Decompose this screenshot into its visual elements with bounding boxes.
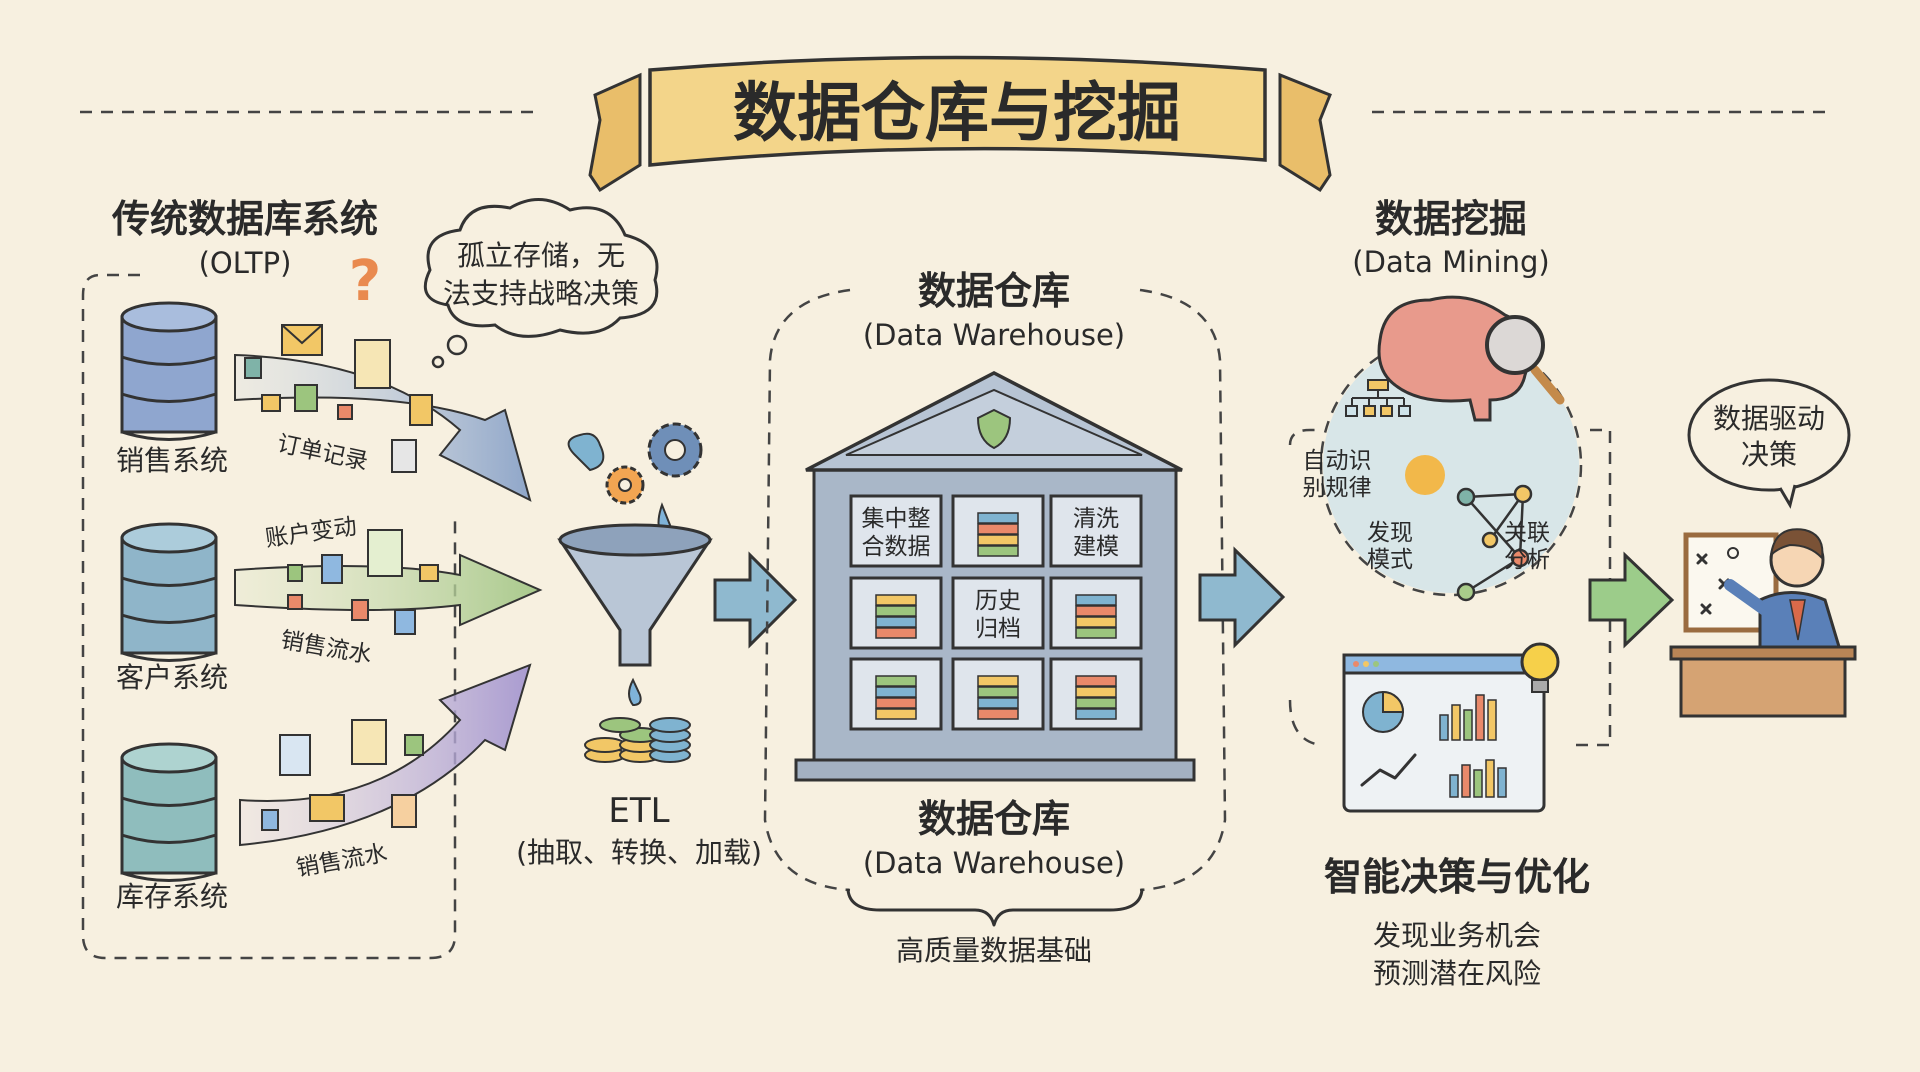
warehouse-cell (849, 494, 943, 568)
shield-lock-icon (976, 408, 1012, 450)
data-stack-icon (1075, 605, 1117, 617)
funnel-icon (557, 523, 713, 707)
businessman-icon (1724, 528, 1843, 652)
decision-section: 数据驱动 决策 (1588, 378, 1857, 718)
thought-line-1: 孤立存储，无 (457, 239, 625, 272)
sun-icon (1405, 455, 1445, 495)
data-stack-icon (875, 616, 917, 628)
system-label-inventory: 库存系统 (116, 880, 228, 913)
warehouse-cell-label: 归档 (975, 616, 1021, 642)
speech-line-2: 决策 (1741, 438, 1797, 471)
oltp-heading: 传统数据库系统 (111, 197, 378, 241)
warehouse-subheading: (Data Warehouse) (863, 318, 1125, 352)
arrow-to-warehouse (713, 551, 798, 649)
data-stack-icon (1075, 675, 1117, 687)
speech-bubble: 数据驱动 决策 (1687, 378, 1851, 509)
data-stack-icon (1075, 616, 1117, 628)
data-stack-icon (1075, 708, 1117, 720)
data-stack-icon (875, 605, 917, 617)
thought-bubble: 孤立存储，无 法支持战略决策 (424, 198, 659, 369)
arrow-to-decision (1588, 551, 1675, 649)
thought-line-2: 法支持战略决策 (443, 277, 639, 310)
title-banner: 数据仓库与挖掘 (80, 55, 1830, 193)
mining-subheading: (Data Mining) (1352, 245, 1549, 279)
oltp-section: 传统数据库系统 (OLTP) ? 孤立存储，无 法支持战略决策 (81, 197, 659, 960)
question-mark-icon: ? (349, 249, 381, 314)
gear-icon (605, 422, 703, 505)
lightbulb-icon (1520, 642, 1560, 693)
decision-heading: 智能决策与优化 (1324, 855, 1590, 899)
system-label-customer: 客户系统 (116, 661, 228, 694)
data-stack-icon (1075, 594, 1117, 606)
speech-line-1: 数据驱动 (1713, 402, 1825, 435)
data-stack-icon (977, 675, 1019, 687)
desk-icon (1669, 645, 1857, 718)
warehouse-cell (951, 576, 1045, 650)
data-stack-icon (977, 686, 1019, 698)
data-stack-icon (977, 545, 1019, 557)
decision-line-2: 预测潜在风险 (1373, 957, 1541, 990)
network-graph-icon (1456, 484, 1533, 602)
data-stack-icon (875, 697, 917, 709)
hierarchy-icon (1345, 379, 1411, 417)
warehouse-bottom-sublabel: (Data Warehouse) (863, 846, 1125, 880)
data-stack-icon (875, 686, 917, 698)
oltp-dashed-box (81, 273, 457, 960)
data-stack-icon (875, 594, 917, 606)
warehouse-cell-label: 历史 (975, 588, 1021, 614)
data-stack-icon (977, 523, 1019, 535)
data-stack-icon (977, 708, 1019, 720)
warehouse-cell (1049, 494, 1143, 568)
warehouse-cell-label: 建模 (1073, 534, 1119, 560)
warehouse-bottom-label: 数据仓库 (918, 797, 1070, 841)
data-stack-icon (1075, 627, 1117, 639)
warehouse-cell-label: 清洗 (1073, 506, 1119, 532)
data-stack-icon (1075, 686, 1117, 698)
data-stack-icon (977, 512, 1019, 524)
cloud-puff-icon (567, 432, 605, 472)
warehouse-cell-label: 集中整 (862, 506, 931, 532)
mining-label-association: 关联分析 (1504, 520, 1550, 573)
mining-label-patterns-1: 自动识别规律 (1303, 448, 1372, 501)
mining-label-mode: 发现模式 (1367, 520, 1413, 573)
warehouse-heading: 数据仓库 (918, 269, 1070, 313)
data-stack-icon (977, 534, 1019, 546)
page-title: 数据仓库与挖掘 (733, 77, 1181, 151)
etl-sublabel: (抽取、转换、加载) (516, 836, 762, 869)
data-stack-icon (875, 708, 917, 720)
data-stack-icon (977, 697, 1019, 709)
etl-section: ETL (抽取、转换、加载) (516, 422, 798, 869)
data-stack-icon (875, 627, 917, 639)
database-icon-sales (120, 301, 218, 441)
document-icons (244, 324, 439, 831)
mining-heading: 数据挖掘 (1375, 197, 1527, 241)
dashboard-icon (1342, 653, 1546, 813)
oltp-subheading: (OLTP) (199, 246, 292, 280)
database-icon-customer (120, 522, 218, 662)
brace (846, 888, 1144, 927)
foundation-label: 高质量数据基础 (896, 934, 1092, 967)
database-icon-inventory (120, 742, 218, 882)
flow-label-orders: 订单记录 (275, 431, 370, 476)
system-label-sales: 销售系统 (116, 444, 228, 477)
data-stack-icon (875, 675, 917, 687)
data-coins-icon (584, 717, 691, 763)
magnifier-icon (1485, 315, 1565, 405)
flow-label-account: 账户变动 (264, 514, 359, 553)
flow-label-sales-1: 销售流水 (279, 627, 374, 669)
etl-label: ETL (608, 791, 669, 831)
data-stack-icon (1075, 697, 1117, 709)
mining-section: 数据挖掘 (Data Mining) 自动识别规律 发现模式 关联分析 (1288, 197, 1612, 990)
connector-left (1288, 428, 1321, 747)
decision-line-1: 发现业务机会 (1373, 919, 1541, 952)
warehouse-cell-label: 合数据 (862, 534, 931, 560)
flow-label-sales-2: 销售流水 (294, 840, 389, 882)
arrow-to-mining (1198, 546, 1286, 649)
